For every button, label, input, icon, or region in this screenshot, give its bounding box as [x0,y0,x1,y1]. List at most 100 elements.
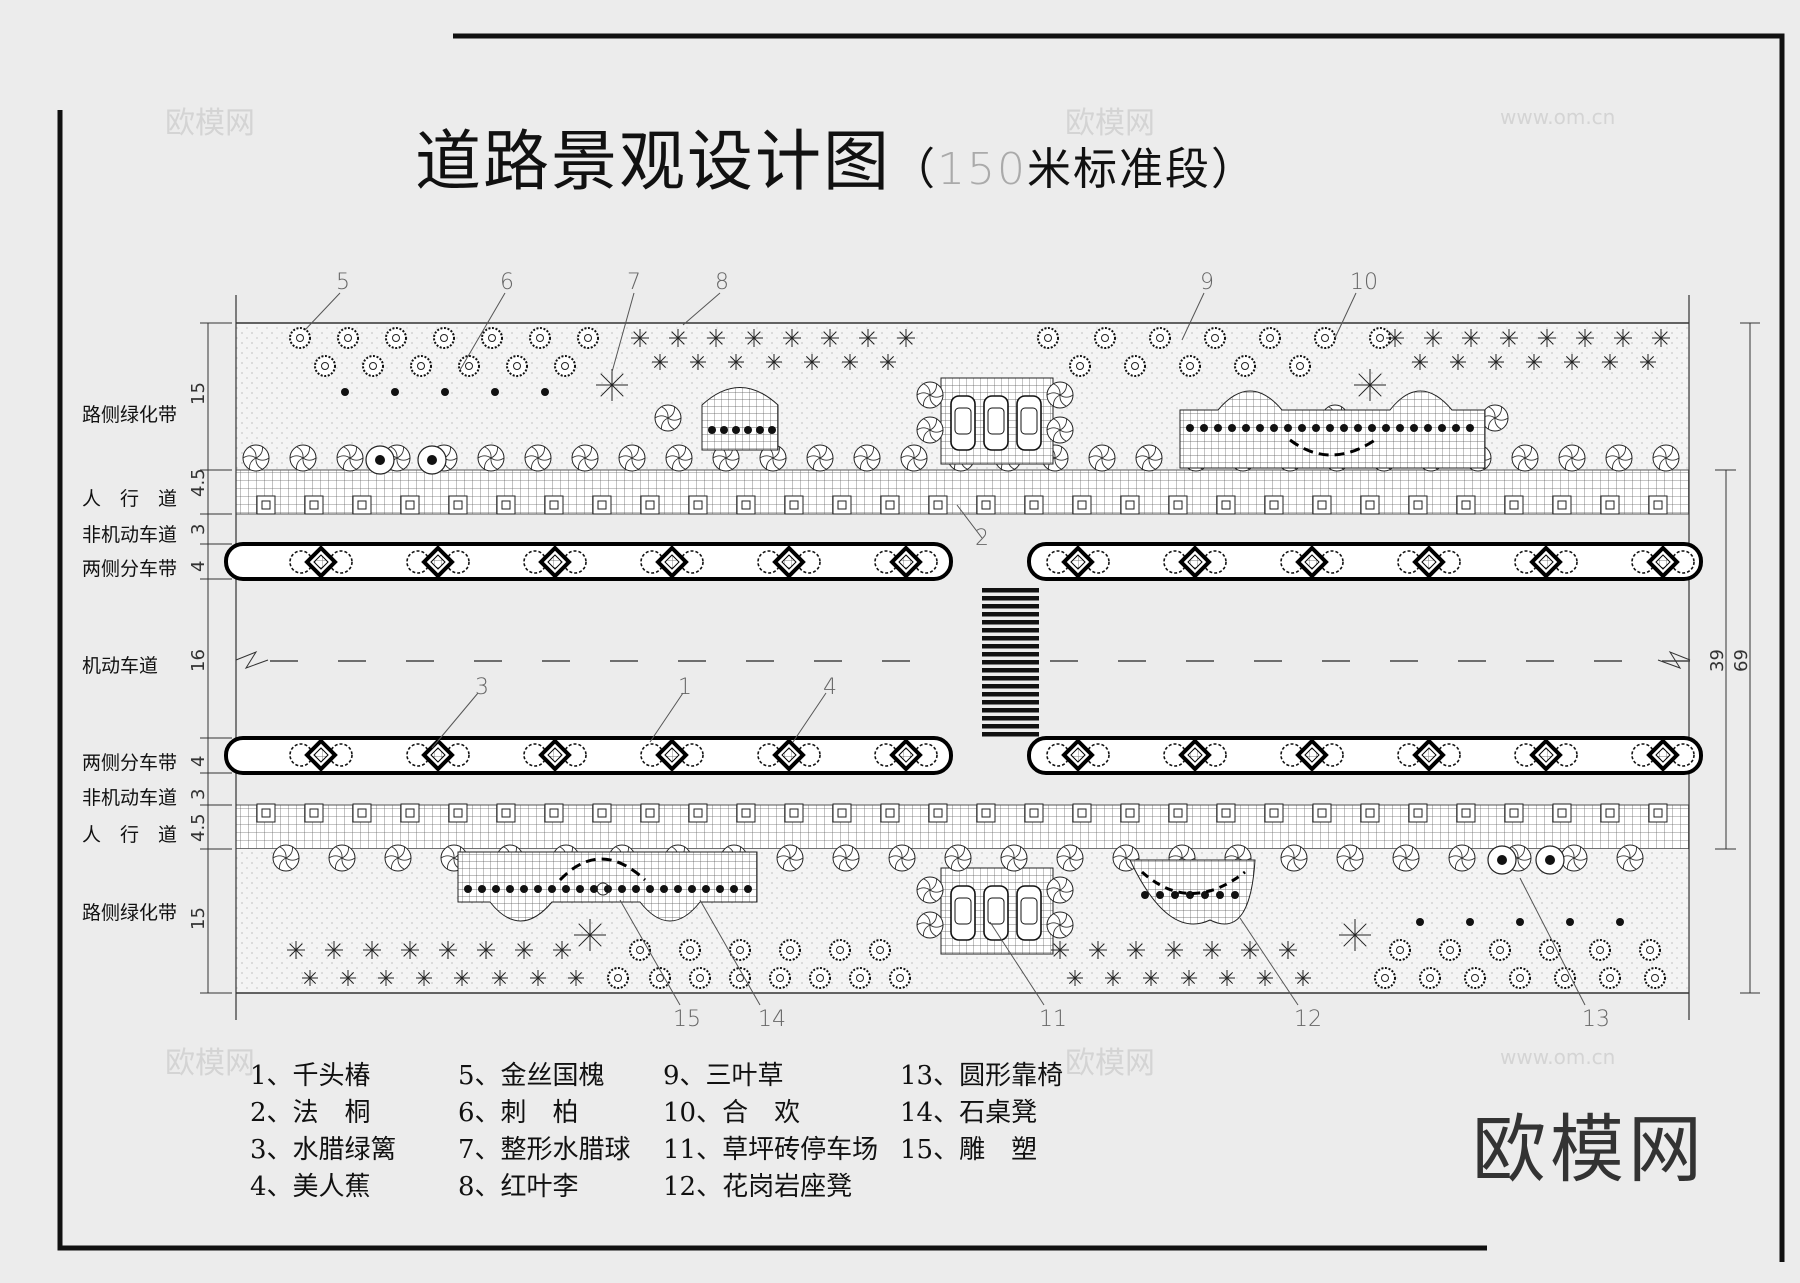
tree-branch [1053,878,1061,891]
tree-grate-inner [1413,808,1423,818]
plant-ray [1502,337,1510,345]
tree-branch [335,857,343,870]
plant-ray [423,977,431,985]
leader-line [459,292,506,371]
hedge-diamond-inner [1538,747,1554,763]
shrub-symbol [1419,967,1441,989]
tree-branch [341,857,356,861]
tree-branch [1101,446,1109,459]
tree-branch [907,446,915,459]
plant-ray [1641,355,1649,363]
shrub-core [440,334,448,342]
small-shrub [1284,424,1292,432]
tree-grate [1504,803,1524,823]
small-shrub [548,885,556,893]
plant-ray [1470,337,1478,345]
tree-branch [951,846,959,859]
tree-branch [1237,846,1245,859]
tree-branch [396,457,411,461]
tree-branch [343,457,351,470]
tree-branch [1343,857,1351,870]
tree-branch [929,889,944,893]
label-bike-top: 非机动车道 [82,524,178,546]
tree-branch [279,857,287,870]
tree-grate [544,495,564,515]
plant-ray [1188,971,1196,979]
plant-ray [1571,361,1579,369]
plant-ray [1388,331,1396,339]
plant-ray [1287,949,1295,957]
plant-ray [1068,971,1076,979]
plant-ray [653,355,661,363]
tree-branch [1494,406,1502,419]
plant-ray [499,971,507,979]
tree-branch [584,457,592,470]
tree-branch [923,418,931,431]
tree-grate-inner [261,808,271,818]
plant-ray [1343,934,1356,947]
tree-branch [1095,457,1103,470]
tree-grate [1360,495,1380,515]
tree-grate [496,803,516,823]
shrub-symbol [769,967,791,989]
tree-branch [390,446,398,459]
plant-ray [735,355,743,363]
leader-line [649,692,684,743]
tree-branch [1494,417,1509,421]
tree-grate-inner [645,808,655,818]
tree-grate-inner [1413,500,1423,510]
tree-branch [279,846,287,859]
plant-ray [333,949,341,957]
tree-branch [1054,457,1062,470]
callout-10: 10 [1350,270,1378,295]
small-shrub [716,885,724,893]
shrub-symbol [385,327,407,349]
tree-branch [255,457,263,470]
tree-branch [1046,392,1061,396]
plant-ray [1106,971,1114,979]
shrub-core [465,362,473,370]
tree-grate-inner [1221,808,1231,818]
round-chairs-bottom [1487,845,1565,875]
tree-branch [1059,889,1067,902]
tree-grate [1408,803,1428,823]
tree-branch [285,857,293,870]
canna-cluster [446,550,470,574]
shrub-core [836,946,844,954]
callout-5: 5 [336,270,350,295]
plant-ray [899,331,907,339]
shrub-core [1381,974,1389,982]
tree-branch [929,913,937,926]
small-shrub [534,885,542,893]
tree-grate [1456,495,1476,515]
car-symbol [983,885,1009,941]
tree-branch [923,383,931,396]
granite-bench [1140,870,1246,895]
tree-branch [772,446,780,459]
tree-branch [1612,457,1620,470]
tree-branch [1623,857,1631,870]
tree-branch [845,857,860,861]
tree-branch [1056,855,1071,859]
plaza-top-right [1179,390,1486,469]
tree-branch [1455,846,1463,859]
small-shrub [1141,891,1149,899]
plant-ray [409,949,417,957]
hedge-diamond-inner [1070,747,1086,763]
plant-ray [1502,331,1510,339]
tree-grate [1216,803,1236,823]
plant-ray [1647,355,1655,363]
plant-ray [447,949,455,957]
tree-branch [1013,857,1028,861]
tree-branch [661,417,669,430]
shrub-symbol [649,967,671,989]
shrub-symbol [1204,327,1226,349]
tree-branch [1652,455,1667,459]
tree-branch [1517,857,1532,861]
plant-ray [569,977,577,985]
plant-ray [1527,361,1535,369]
tree-grate-inner [1461,808,1471,818]
tree-branch [571,455,586,459]
tree-branch [672,457,680,470]
tree-branch [341,857,349,870]
